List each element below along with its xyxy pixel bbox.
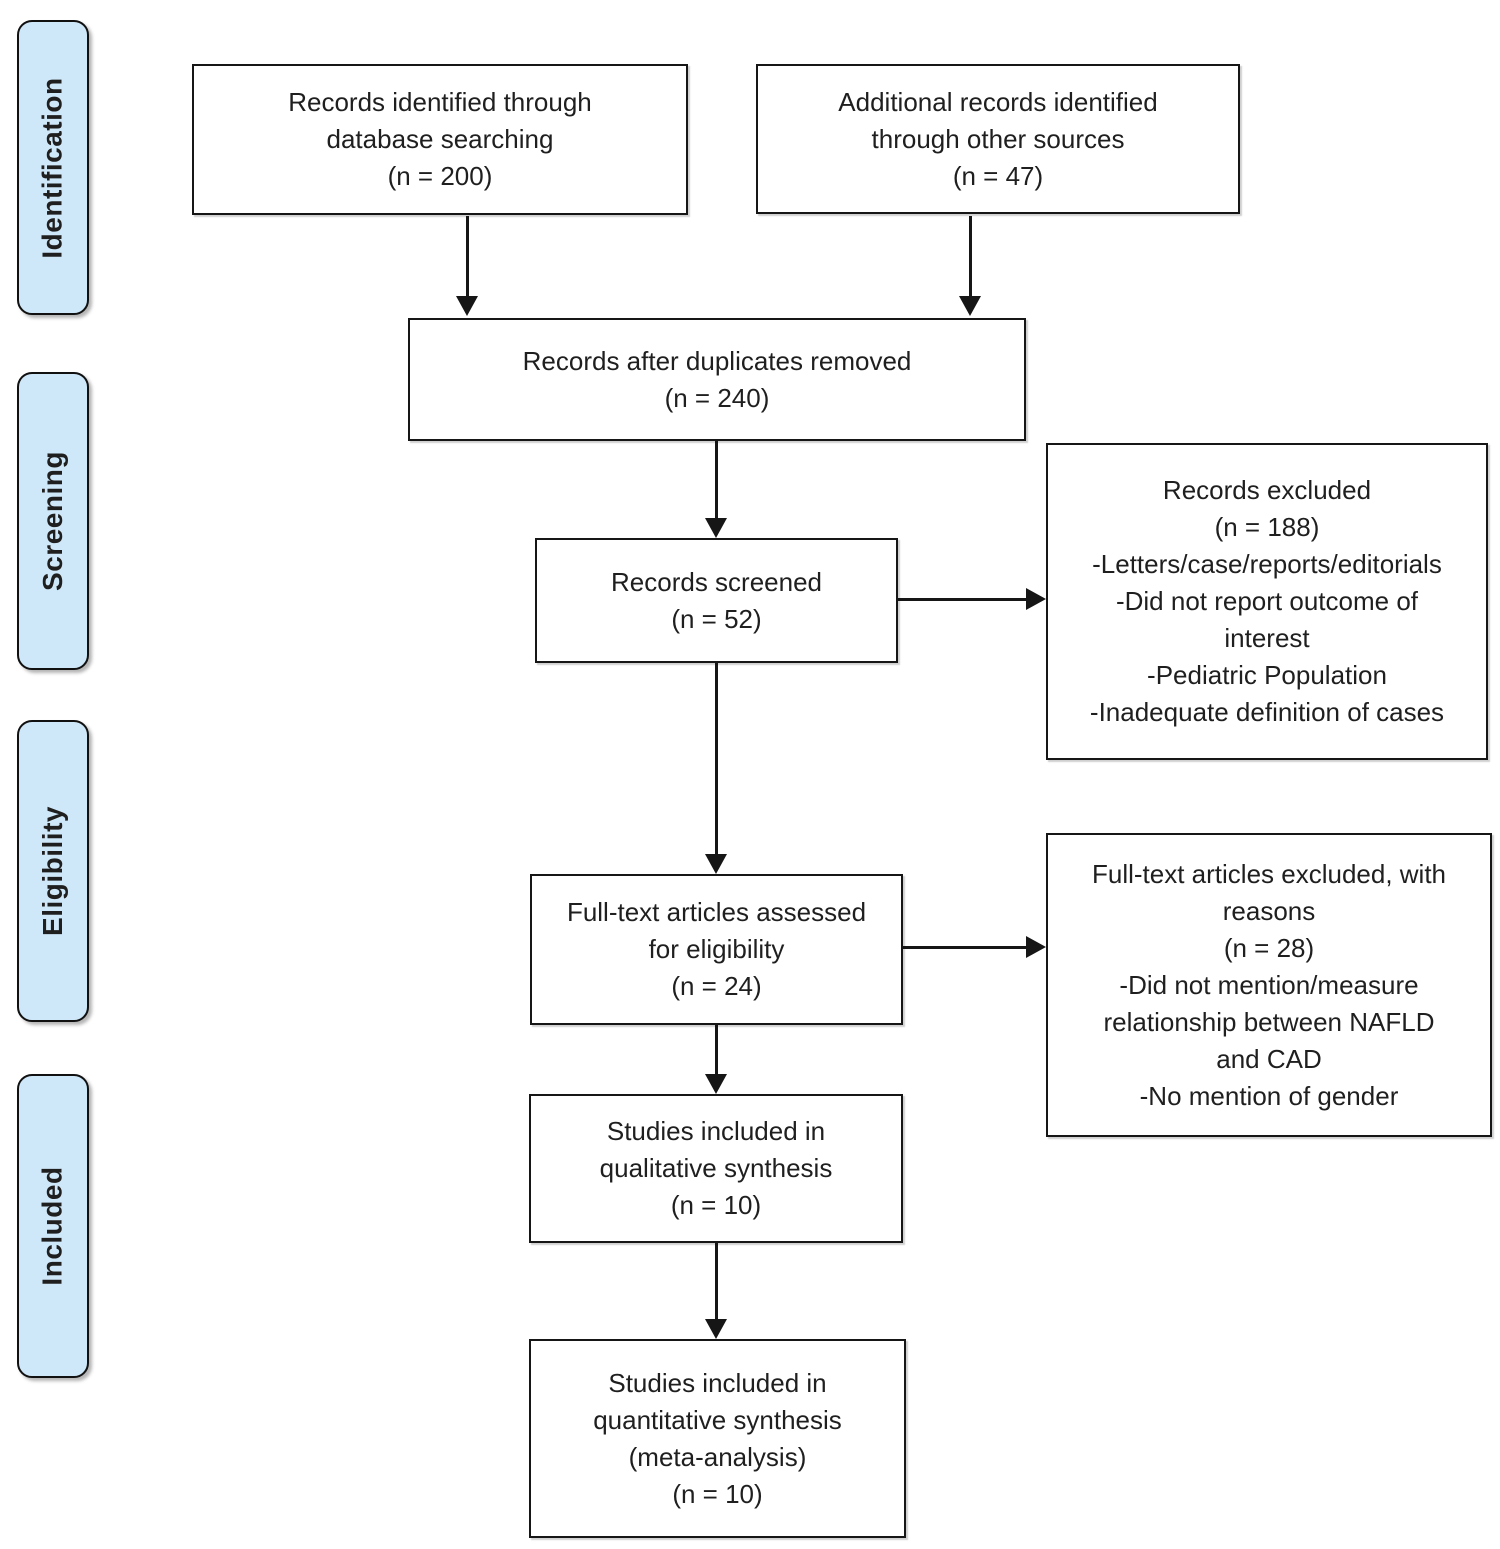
arrow-additional-to-duplicates [969, 216, 972, 296]
box-records-identified: Records identified through database sear… [192, 64, 688, 215]
arrow-fulltext-to-excluded [903, 946, 1026, 949]
box-records-screened: Records screened (n = 52) [535, 538, 898, 663]
arrow-screened-to-excluded [898, 598, 1026, 601]
stage-label-included: Included [17, 1074, 89, 1378]
stage-label-screening-text: Screening [37, 451, 69, 591]
box-quantitative-synthesis: Studies included in quantitative synthes… [529, 1339, 906, 1538]
arrow-qualitative-to-quantitative [715, 1243, 718, 1319]
arrow-screened-to-fulltext [715, 663, 718, 854]
arrow-duplicates-to-screened [715, 441, 718, 518]
box-additional-records: Additional records identified through ot… [756, 64, 1240, 214]
arrow-identified-to-duplicates [466, 216, 469, 296]
stage-label-identification: Identification [17, 20, 89, 315]
stage-label-included-text: Included [37, 1166, 68, 1286]
box-qualitative-synthesis: Studies included in qualitative synthesi… [529, 1094, 903, 1243]
box-duplicates-removed: Records after duplicates removed (n = 24… [408, 318, 1026, 441]
box-records-excluded: Records excluded (n = 188) -Letters/case… [1046, 443, 1488, 760]
stage-label-eligibility-text: Eligibility [37, 806, 68, 936]
box-fulltext-assessed: Full-text articles assessed for eligibil… [530, 874, 903, 1025]
stage-label-identification-text: Identification [37, 76, 69, 259]
arrow-fulltext-to-qualitative [715, 1025, 718, 1074]
stage-label-eligibility: Eligibility [17, 720, 89, 1022]
stage-label-screening: Screening [17, 372, 89, 670]
box-fulltext-excluded: Full-text articles excluded, with reason… [1046, 833, 1492, 1137]
